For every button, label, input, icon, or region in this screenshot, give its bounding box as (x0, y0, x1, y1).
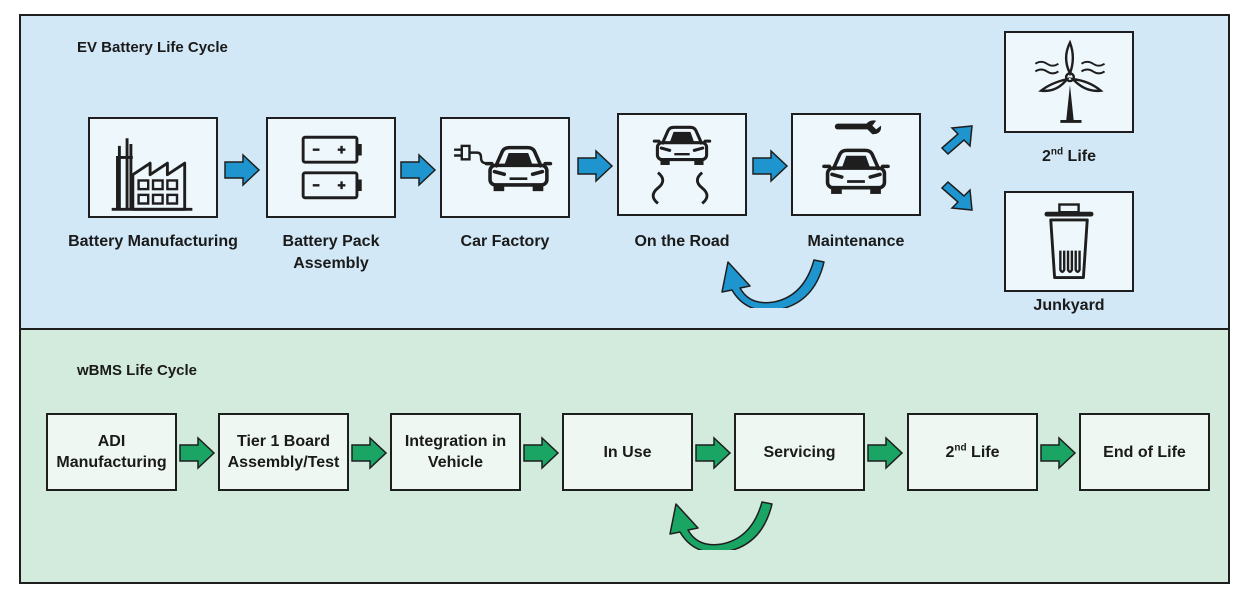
loop-arrow (669, 501, 773, 550)
flow-arrow (1040, 436, 1077, 470)
flow-arrow (224, 153, 261, 187)
flow-arrow-down (940, 180, 973, 211)
flow-arrow (752, 149, 789, 183)
battery-pack-assembly-box (266, 117, 396, 218)
car-factory-box (440, 117, 570, 218)
flow-arrow-up (940, 125, 973, 156)
factory-icon (111, 138, 193, 211)
car-factory-label: Car Factory (460, 233, 550, 250)
flow-arrow (577, 149, 614, 183)
battery-manufacturing-box (88, 117, 218, 218)
car-wrench-icon (822, 120, 890, 196)
flow-arrow (400, 153, 437, 187)
on-the-road-box (617, 113, 747, 216)
battery-pack-icon (301, 135, 362, 200)
battery-pack-assembly-label: Battery Pack Assembly (282, 233, 380, 272)
junkyard-label: Junkyard (1033, 297, 1105, 314)
flow-arrow (695, 436, 732, 470)
flow-arrow (351, 436, 388, 470)
in-use-box: In Use (562, 413, 693, 491)
servicing-box: Servicing (734, 413, 865, 491)
flow-arrow (867, 436, 904, 470)
ev-section-title: EV Battery Life Cycle (77, 39, 228, 56)
battery-manufacturing-label: Battery Manufacturing (68, 233, 238, 250)
wbms-section-title: wBMS Life Cycle (77, 362, 198, 379)
on-the-road-label: On the Road (634, 233, 730, 250)
wind-turbine-icon (1034, 39, 1106, 123)
wbms-second-life-box: 2nd Life (907, 413, 1038, 491)
maintenance-box (791, 113, 921, 216)
loop-arrow (721, 259, 825, 308)
end-of-life-box: End of Life (1079, 413, 1210, 491)
junkyard-box (1004, 191, 1134, 292)
second-life-box (1004, 31, 1134, 133)
trash-can-icon (1044, 203, 1094, 279)
second-life-label: 2nd Life (1041, 146, 1096, 165)
flow-arrow (179, 436, 216, 470)
car-road-icon (651, 125, 712, 205)
maintenance-label: Maintenance (807, 233, 905, 250)
flow-arrow (523, 436, 560, 470)
car-charging-icon (454, 144, 553, 193)
